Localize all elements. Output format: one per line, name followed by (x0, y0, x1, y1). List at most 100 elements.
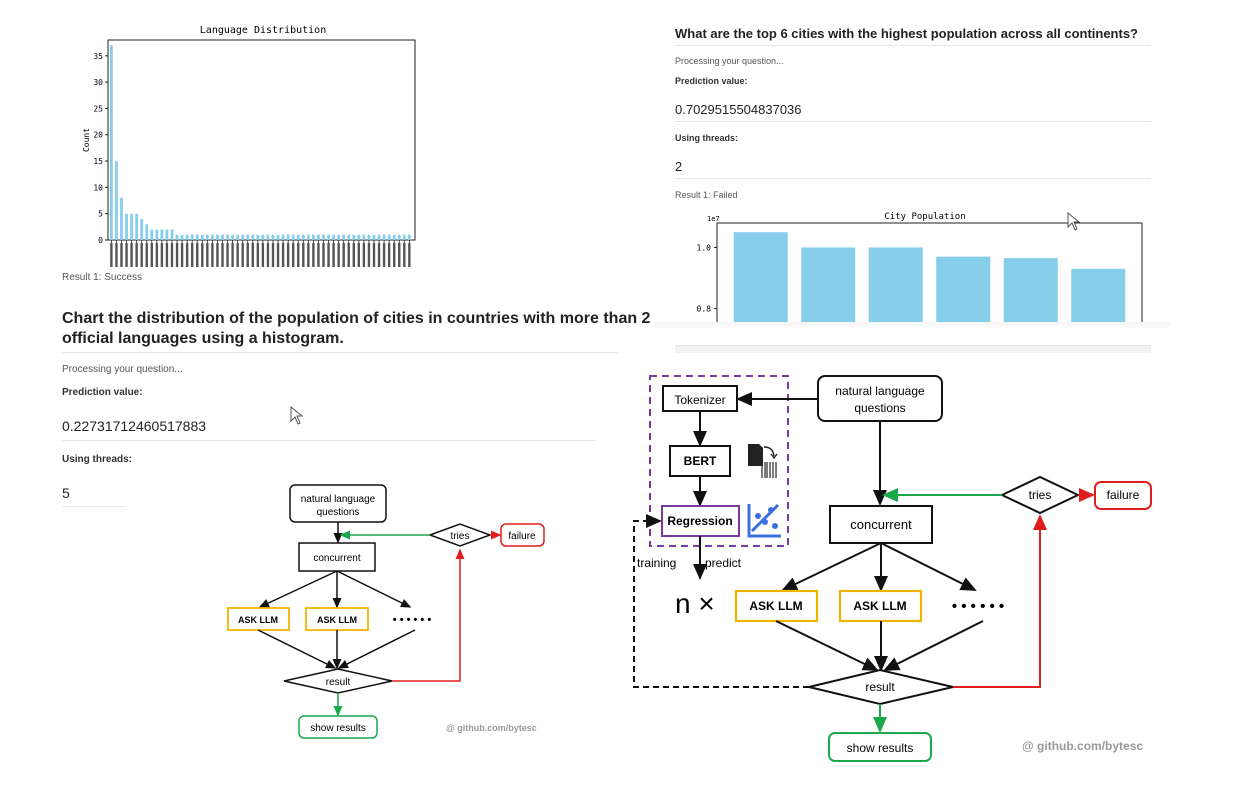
x-tick-label-rotated (362, 243, 366, 267)
x-tick-label-rotated (221, 243, 224, 267)
bar (155, 229, 159, 240)
bar (205, 234, 209, 240)
x-tick-label-rotated (206, 243, 209, 267)
bar (936, 256, 991, 325)
x-tick-label-rotated (211, 243, 214, 267)
bar (357, 234, 361, 240)
bar (135, 213, 139, 240)
x-tick-label-rotated (135, 243, 138, 267)
show-results-box (298, 715, 378, 739)
threads-value: 2 (675, 159, 683, 174)
x-tick-label-rotated (286, 243, 290, 267)
bar (145, 224, 149, 240)
bar (868, 247, 923, 325)
ask-llm-label: ASK LLM (749, 599, 802, 613)
nlq-label: questions (854, 401, 905, 415)
x-tick-label-rotated (236, 243, 239, 267)
city-population-chart: City Population 1e7 0.81.0 (697, 212, 1143, 325)
x-tick-label-rotated (271, 243, 275, 267)
x-tick-label-rotated (125, 243, 128, 267)
bar (246, 234, 250, 240)
show-results-box (828, 732, 932, 762)
concurrent-label: concurrent (313, 553, 360, 564)
failure-box (500, 523, 545, 547)
threads-label: Using threads: (675, 133, 739, 143)
tries-label: tries (1029, 488, 1052, 502)
x-tick-label-rotated (342, 243, 345, 267)
x-tick-label-rotated (180, 243, 184, 267)
x-tick-label-rotated (201, 243, 204, 267)
x-tick-label-rotated (297, 243, 300, 267)
x-tick-label-rotated (312, 243, 315, 267)
bar (1071, 268, 1126, 325)
y-axis-label: Count (82, 128, 91, 152)
prediction-label: Prediction value: (62, 387, 143, 398)
input-bar[interactable] (675, 345, 1151, 353)
bar (120, 197, 123, 240)
predict-label: predict (705, 556, 742, 570)
bar (231, 234, 234, 240)
bar (115, 161, 118, 240)
bar (200, 234, 204, 240)
bar (140, 218, 144, 240)
bar (130, 213, 133, 240)
question-heading-line2: official languages using a histogram. (62, 330, 344, 347)
bar (211, 234, 214, 240)
training-label: training (637, 556, 676, 570)
x-tick-label-rotated (160, 243, 164, 267)
prediction-value: 0.7029515504837036 (675, 102, 802, 117)
divider (675, 121, 1151, 122)
bar (281, 234, 285, 240)
y-tick-label: 15 (93, 157, 103, 166)
bar (236, 234, 240, 240)
watermark: @ github.com/bytesc (1022, 739, 1143, 753)
bar (185, 234, 189, 240)
x-tick-label-rotated (332, 243, 335, 267)
nlq-label: natural language (301, 494, 376, 505)
bar (402, 234, 406, 240)
x-tick-label-rotated (150, 243, 153, 267)
bar (367, 234, 371, 240)
divider (62, 352, 618, 353)
bar (251, 234, 255, 240)
tries-label: tries (451, 531, 470, 542)
bar (332, 234, 335, 240)
failure-box (1094, 481, 1152, 510)
small-flow-diagram: natural language questions concurrent tr… (227, 484, 545, 739)
bert-label: BERT (684, 454, 717, 468)
bar (276, 234, 280, 240)
x-tick-label-rotated (190, 243, 194, 267)
x-tick-label-rotated (256, 243, 260, 267)
x-tick-label-rotated (145, 243, 148, 267)
show-results-label: show results (847, 741, 914, 755)
bar (271, 234, 275, 240)
result-label: result (326, 677, 351, 688)
y-tick-label: 0.8 (697, 305, 712, 314)
x-tick-label-rotated (408, 243, 411, 267)
bar (301, 234, 305, 240)
failure-label: failure (508, 531, 536, 542)
chart-title: Language Distribution (200, 25, 326, 36)
ellipsis: • • • • • • (952, 598, 1004, 615)
bar (312, 234, 315, 240)
x-tick-label-rotated (246, 243, 249, 267)
x-tick-label-rotated (110, 243, 113, 267)
x-tick-label-rotated (226, 243, 229, 267)
x-tick-label-rotated (347, 243, 350, 267)
x-tick-label-rotated (302, 243, 305, 267)
bar (342, 234, 346, 240)
x-tick-label-rotated (307, 243, 310, 267)
bar (387, 234, 391, 240)
y-tick-label: 25 (93, 104, 103, 113)
divider (62, 506, 126, 507)
x-tick-label-rotated (140, 243, 143, 267)
bar (125, 213, 128, 240)
x-tick-label-rotated (130, 243, 133, 267)
bar (150, 229, 154, 240)
bar (352, 234, 356, 240)
bar (226, 234, 229, 240)
watermark: @ github.com/bytesc (446, 723, 537, 733)
bar (170, 229, 174, 240)
x-tick-label-rotated (392, 243, 396, 267)
x-tick-label-rotated (155, 243, 159, 267)
